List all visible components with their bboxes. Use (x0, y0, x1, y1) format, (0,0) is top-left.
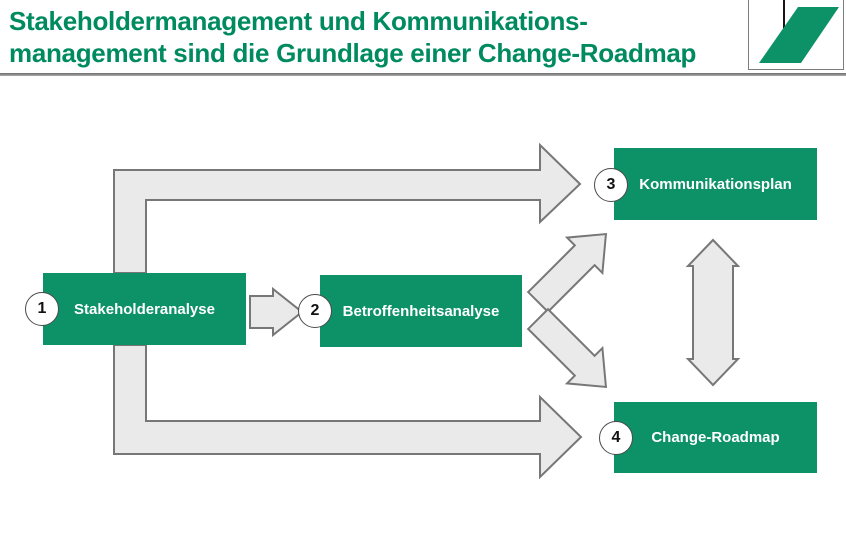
step-number: 4 (611, 429, 621, 446)
step-circle-4: 4 (599, 421, 633, 455)
arrow-1-to-4 (113, 344, 583, 480)
node-box-betroffenheitsanalyse: Betroffenheitsanalyse (320, 275, 522, 347)
title-line-1: Stakeholdermanagement und Kommunikations… (9, 6, 588, 36)
step-number: 1 (37, 300, 47, 317)
node-label: Kommunikationsplan (639, 175, 792, 193)
node-label: Change-Roadmap (651, 429, 780, 446)
step-circle-1: 1 (25, 292, 59, 326)
arrow-1-to-3 (113, 142, 582, 274)
node-label: Stakeholderanalyse (74, 300, 215, 318)
step-number: 3 (606, 176, 616, 193)
step-number: 2 (310, 302, 320, 319)
logo-diagonal-stripe-icon (759, 7, 839, 63)
arrow-2-to-3 (526, 232, 608, 314)
node-box-stakeholderanalyse: Stakeholderanalyse (43, 273, 246, 345)
arrow-3-4-double (685, 238, 741, 387)
step-circle-3: 3 (594, 168, 628, 202)
header-divider (0, 73, 846, 76)
step-circle-2: 2 (298, 294, 332, 328)
logo-vertical-line (783, 0, 785, 34)
page-title: Stakeholdermanagement und Kommunikations… (9, 5, 739, 69)
node-label: Betroffenheitsanalyse (342, 302, 500, 320)
company-logo (748, 0, 844, 70)
arrow-1-to-2 (249, 286, 304, 338)
node-box-change-roadmap: Change-Roadmap (614, 402, 817, 473)
arrow-2-to-4 (526, 307, 608, 389)
title-line-2: management sind die Grundlage einer Chan… (9, 38, 697, 68)
node-box-kommunikationsplan: Kommunikationsplan (614, 148, 817, 220)
